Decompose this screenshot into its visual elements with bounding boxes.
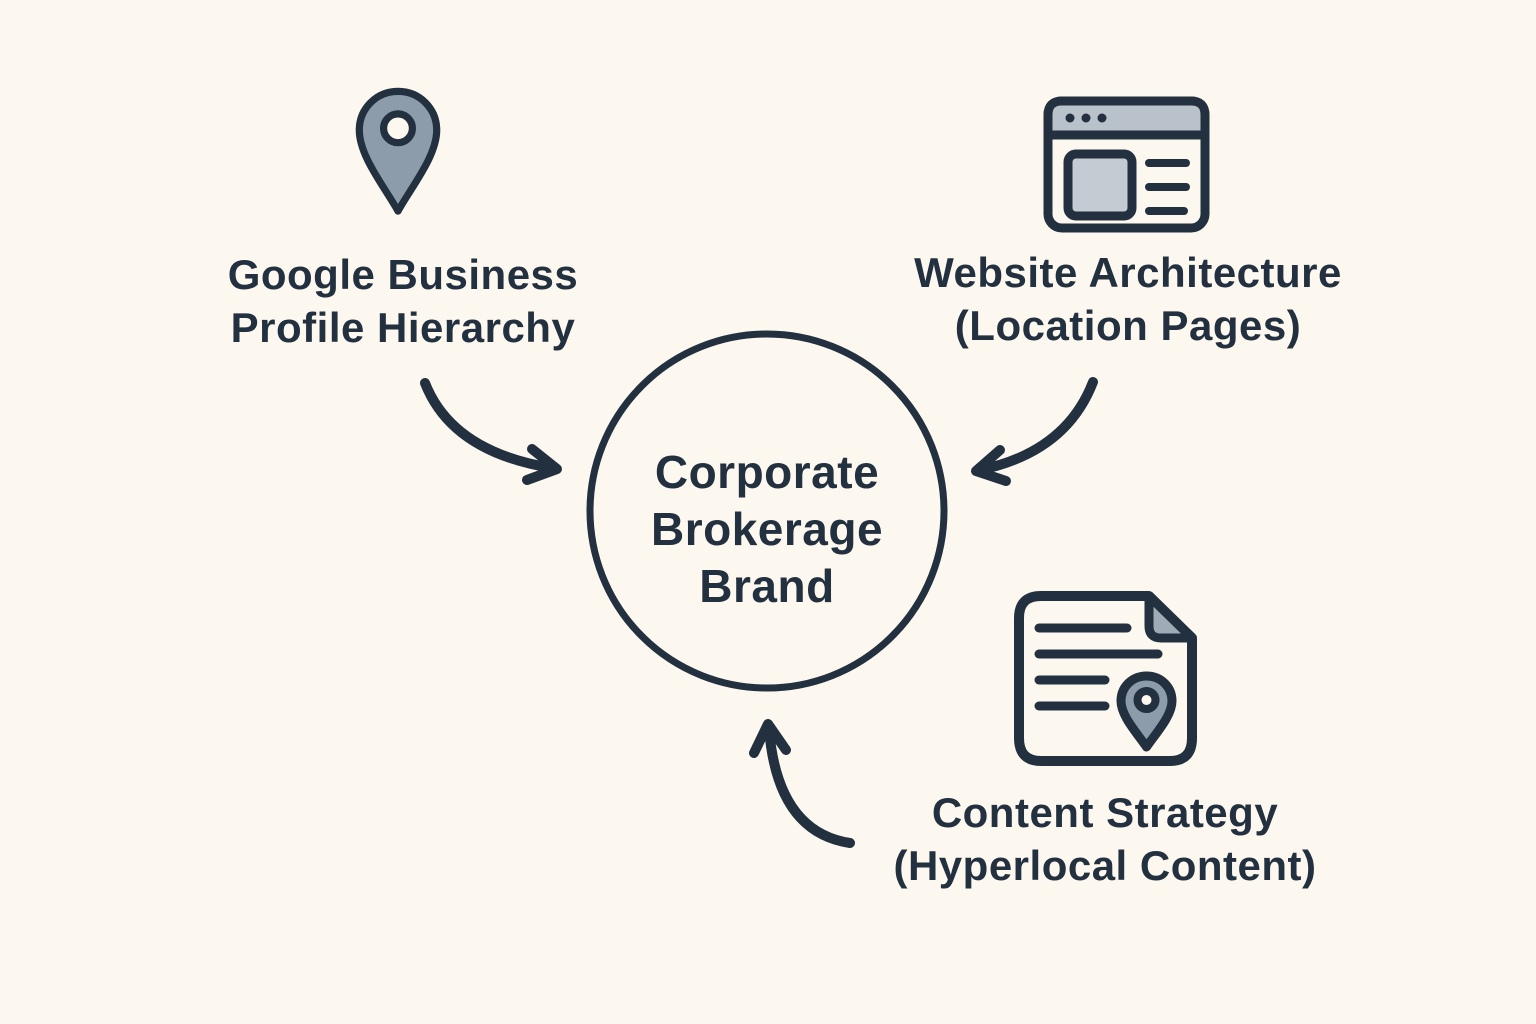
arrow-website-to-center [971, 377, 1098, 486]
document-text-lines [1034, 623, 1163, 711]
center-circle [586, 330, 948, 692]
arrow-content-to-center [749, 719, 855, 848]
browser-text-lines [1145, 159, 1190, 215]
node-label-google-business: Google Business Profile Hierarchy [227, 251, 579, 351]
browser-image-placeholder [1063, 149, 1137, 221]
document-location-icon [1014, 591, 1197, 766]
document-fold-corner [1144, 591, 1197, 643]
document-pin-icon [1116, 671, 1177, 752]
map-pin-icon [355, 87, 441, 215]
browser-dot-icon [1097, 113, 1107, 123]
browser-dot-icon [1065, 113, 1075, 123]
node-label-content-strategy: Content Strategy (Hyperlocal Content) [893, 789, 1317, 889]
arrow-gbp-to-center [420, 378, 562, 485]
node-label-website-architecture: Website Architecture (Location Pages) [914, 249, 1342, 349]
browser-title-bar [1043, 96, 1210, 140]
center-node-label: Corporate Brokerage Brand [650, 446, 884, 612]
browser-dot-icon [1081, 113, 1091, 123]
browser-window-icon [1043, 96, 1210, 233]
